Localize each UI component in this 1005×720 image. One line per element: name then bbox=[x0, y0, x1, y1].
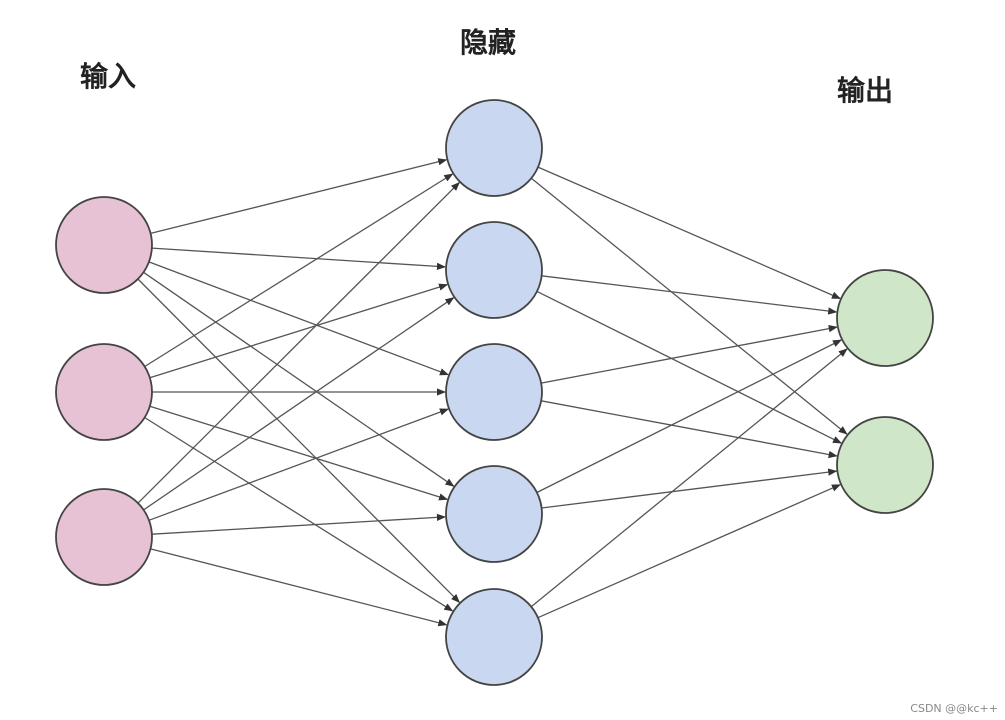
input-node-2 bbox=[55, 343, 153, 441]
connection-input-3-to-hidden-1 bbox=[137, 181, 460, 504]
output-node-2 bbox=[836, 416, 934, 514]
connection-hidden-1-to-output-2 bbox=[530, 177, 848, 435]
connections bbox=[137, 158, 848, 627]
output-layer-label: 输出 bbox=[837, 74, 893, 107]
connection-hidden-5-to-output-1 bbox=[530, 348, 848, 608]
connection-hidden-5-to-output-2 bbox=[537, 484, 841, 619]
connection-input-1-to-hidden-5 bbox=[137, 278, 461, 603]
connection-input-1-to-hidden-1 bbox=[150, 158, 448, 235]
hidden-node-4 bbox=[445, 465, 543, 563]
connection-input-3-to-hidden-2 bbox=[143, 297, 455, 511]
hidden-node-1 bbox=[445, 99, 543, 197]
input-node-3 bbox=[55, 488, 153, 586]
connection-hidden-2-to-output-1 bbox=[541, 275, 838, 315]
hidden-layer-label: 隐藏 bbox=[460, 26, 516, 59]
input-layer-label: 输入 bbox=[80, 60, 136, 93]
connection-input-2-to-hidden-2 bbox=[149, 283, 449, 379]
connection-input-1-to-hidden-2 bbox=[151, 247, 447, 271]
connection-hidden-2-to-output-2 bbox=[536, 290, 843, 444]
connection-hidden-1-to-output-1 bbox=[537, 166, 841, 300]
hidden-node-2 bbox=[445, 221, 543, 319]
connection-input-1-to-hidden-3 bbox=[148, 261, 449, 376]
connection-input-2-to-hidden-5 bbox=[144, 416, 454, 612]
neurons bbox=[55, 99, 934, 686]
connection-hidden-4-to-output-2 bbox=[541, 468, 838, 509]
input-node-1 bbox=[55, 196, 153, 294]
connection-hidden-3-to-output-2 bbox=[541, 400, 838, 459]
connection-input-3-to-hidden-4 bbox=[151, 513, 447, 535]
connection-input-3-to-hidden-3 bbox=[148, 408, 449, 521]
connection-hidden-3-to-output-1 bbox=[541, 325, 838, 384]
connection-input-3-to-hidden-5 bbox=[150, 548, 448, 627]
connection-input-2-to-hidden-4 bbox=[149, 405, 449, 501]
output-node-1 bbox=[836, 269, 934, 367]
connection-hidden-4-to-output-1 bbox=[536, 339, 843, 494]
hidden-node-5 bbox=[445, 588, 543, 686]
connection-input-2-to-hidden-1 bbox=[144, 173, 454, 368]
connection-input-1-to-hidden-4 bbox=[143, 271, 455, 487]
watermark: CSDN @@kc++ bbox=[910, 702, 998, 715]
hidden-node-3 bbox=[445, 343, 543, 441]
